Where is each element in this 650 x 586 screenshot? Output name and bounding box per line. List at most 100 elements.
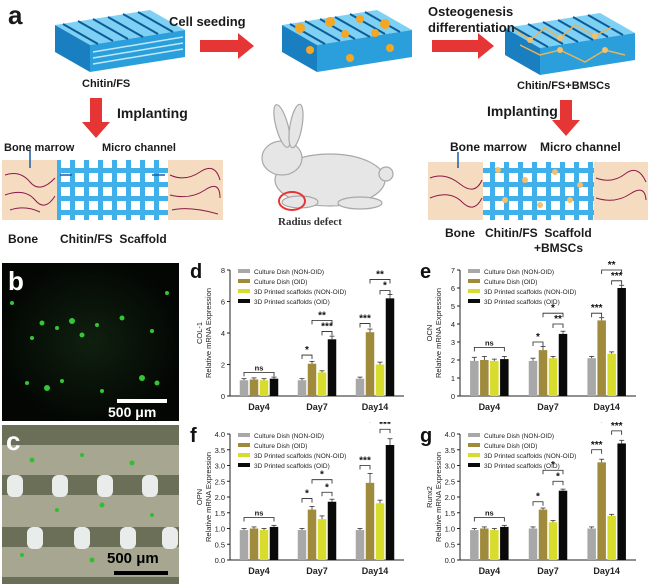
y-tick-label: 2.5: [445, 477, 455, 486]
significance-label: *: [536, 492, 540, 503]
significance-bracket: [552, 480, 564, 486]
implant-schematic-left: [2, 150, 223, 220]
y-tick-label: 6: [221, 298, 225, 307]
bone-right-label: Bone: [445, 226, 475, 240]
bar: [597, 320, 606, 396]
fluorescence-micrograph: [2, 263, 179, 421]
bar: [355, 378, 365, 396]
y-tick-label: 0: [451, 392, 455, 401]
significance-bracket: [321, 491, 333, 497]
bar: [307, 363, 317, 396]
significance-bracket: [301, 498, 313, 503]
legend-label: Culture Dish (NON-OID): [254, 433, 324, 440]
bar: [480, 360, 489, 396]
y-tick-label: 2.5: [215, 477, 225, 486]
y-tick-label: 0: [221, 392, 225, 401]
significance-bracket: [243, 517, 275, 522]
radius-defect-marker: [278, 191, 306, 211]
significance-label: *: [305, 345, 309, 356]
bar: [607, 353, 616, 396]
significance-bracket: [542, 312, 564, 318]
legend-swatch: [468, 269, 480, 273]
panel-letter: f: [190, 425, 197, 447]
osteogenesis-arrow-icon: [432, 33, 494, 59]
y-tick-label: 3.5: [215, 446, 225, 455]
significance-bracket: [321, 331, 333, 336]
x-tick-label: Day7: [306, 566, 328, 576]
significance-bracket: [611, 280, 623, 285]
chitin-fs-bmscs-label: Chitin/FS+BMSCs: [517, 80, 611, 92]
panel-letter: d: [190, 261, 202, 283]
legend-swatch: [238, 299, 250, 303]
legend-label: 3D Printed scaffolds (NON-OID): [484, 453, 576, 460]
bar: [558, 490, 568, 560]
significance-bracket: [311, 320, 333, 325]
micro-channel-left-label: Micro channel: [102, 142, 176, 154]
x-tick-label: Day7: [537, 402, 559, 412]
scale-label-b: 500 μm: [108, 404, 157, 420]
bar: [375, 503, 385, 560]
y-tick-label: 3.0: [215, 462, 225, 471]
y-axis-label: Relative mRNA Expression: [204, 288, 213, 378]
x-tick-label: Day14: [593, 402, 620, 412]
y-axis-gene-label: COL-1: [195, 322, 204, 344]
brightfield-micrograph: [2, 425, 179, 584]
significance-label: ns: [255, 363, 264, 372]
legend-label: Culture Dish (OID): [484, 443, 537, 450]
bar: [500, 526, 509, 560]
y-tick-label: 3.0: [445, 462, 455, 471]
y-tick-label: 2.0: [445, 493, 455, 502]
significance-label: *: [325, 482, 329, 493]
significance-label: **: [376, 269, 384, 280]
bar: [297, 380, 307, 396]
significance-label: ***: [611, 271, 623, 282]
y-tick-label: 0.0: [215, 556, 225, 565]
y-tick-label: 3: [451, 338, 455, 347]
scale-label-c: 500 μm: [107, 550, 159, 567]
significance-label: ns: [485, 338, 494, 347]
bar: [528, 528, 538, 560]
x-tick-label: Day14: [593, 566, 620, 576]
bar: [587, 528, 596, 560]
bar: [249, 528, 259, 560]
bar: [317, 372, 327, 396]
y-tick-label: 1.0: [215, 525, 225, 534]
bar: [259, 380, 269, 396]
y-tick-label: 4.0: [215, 430, 225, 439]
x-tick-label: Day7: [537, 566, 559, 576]
osteogenesis-label: Osteogenesis: [428, 4, 514, 19]
legend-swatch: [238, 433, 250, 437]
legend-label: 3D Printed scaffolds (OID): [484, 463, 560, 470]
implanting-right-label: Implanting: [487, 103, 558, 119]
y-tick-label: 1.5: [215, 509, 225, 518]
legend-label: 3D Printed scaffolds (OID): [484, 299, 560, 306]
significance-label: ns: [485, 508, 494, 517]
significance-label: *: [305, 489, 309, 500]
panel-b-letter: b: [8, 266, 24, 296]
cell-seeding-label: Cell seeding: [169, 14, 246, 29]
y-tick-label: 1.0: [445, 525, 455, 534]
significance-label: **: [608, 260, 616, 271]
legend-swatch: [238, 269, 250, 273]
implant-arrow-left-icon: [82, 98, 110, 138]
bar: [548, 358, 558, 396]
significance-label: *: [383, 280, 387, 291]
legend-swatch: [468, 433, 480, 437]
legend-label: 3D Printed scaffolds (NON-OID): [254, 453, 346, 460]
significance-bracket: [369, 279, 391, 284]
y-tick-label: 4: [451, 320, 455, 329]
bar: [617, 288, 626, 396]
significance-bracket: [379, 428, 391, 434]
bar: [538, 509, 548, 560]
x-tick-label: Day4: [479, 402, 501, 412]
significance-bracket: [311, 479, 333, 484]
bar: [607, 515, 616, 560]
bar: [480, 528, 489, 560]
bar: [365, 332, 375, 396]
significance-label: ***: [611, 422, 623, 432]
scale-bar-c: [114, 571, 168, 575]
